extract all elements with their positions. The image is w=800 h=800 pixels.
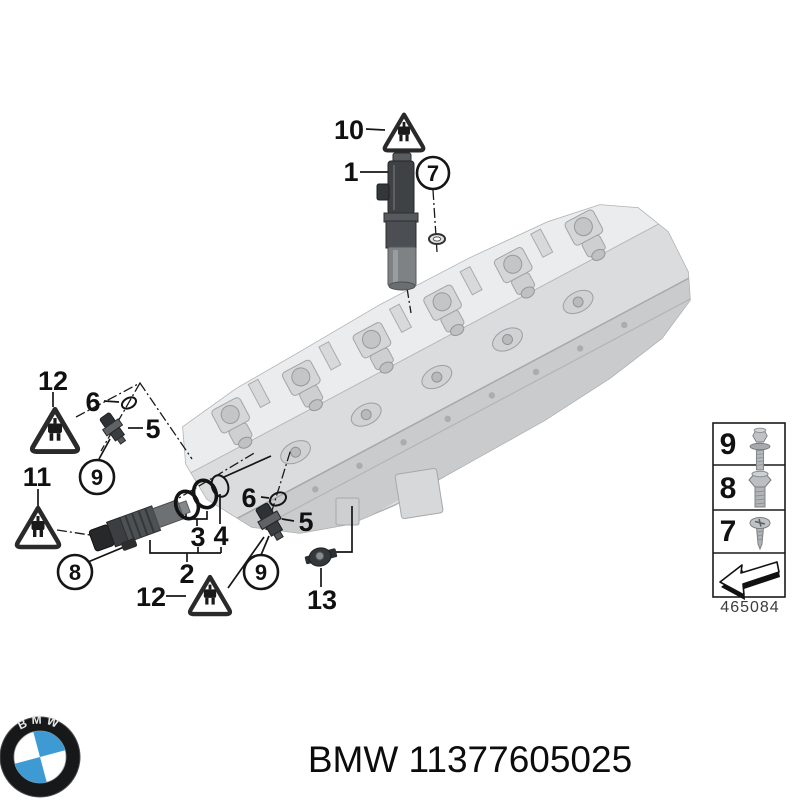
callout-label-5-right: 5 [298,507,313,537]
callout-label-7: 7 [427,161,439,186]
callout-circle-9-right [242,553,280,591]
callout-label-12-bottom: 12 [136,582,166,612]
tapping-screw-icon [749,517,771,551]
callout-label-2: 2 [179,559,194,589]
callout-circle-9-left [78,458,116,496]
warning-triangle-12-bottom-icon [190,577,230,614]
callout-label-6-left: 6 [85,387,100,417]
engine-texture [209,208,628,516]
callout-circle-7 [415,155,451,191]
head-mount-bracket [335,497,360,526]
callout-circle-8 [56,553,94,591]
vanos-solenoid-part-1 [376,152,419,291]
o-ring-6-right [268,491,288,507]
head-front-extension [394,467,444,520]
callout-label-3: 3 [190,522,205,552]
leader-lines [37,128,388,597]
callout-circles [56,155,451,591]
legend-label-9: 9 [720,428,737,461]
warning-triangle-11-icon [17,508,59,547]
callout-label-8: 8 [69,560,81,585]
callout-label-6-right: 6 [241,483,256,513]
legend-label-8: 8 [720,472,737,505]
knock-sensor-part-13 [304,547,338,567]
callout-label-5-left: 5 [145,414,160,444]
callout-label-10: 10 [334,115,364,145]
sheet-number: 465084 [720,599,779,616]
callout-label-4: 4 [213,521,228,551]
flange-bolt-icon [749,427,771,471]
fastener-legend: 9 8 7 [712,422,786,616]
part-number-title: BMW 11377605025 [308,739,632,780]
camshaft-sensor-5-left [96,409,132,449]
callout-label-11: 11 [23,462,52,492]
o-ring-6-left [120,396,138,410]
callout-label-9-right: 9 [255,560,267,585]
bmw-logo-text: BMW [15,713,64,733]
seal-ring-part-7 [428,233,446,245]
vanos-solenoid-part-2 [88,499,191,552]
callout-label-13: 13 [307,585,337,615]
callout-label-12-left: 12 [38,366,68,396]
o-ring-part-4 [210,474,230,498]
hex-bolt-icon [748,470,772,508]
warning-triangle-10-icon [385,115,424,151]
callout-labels: 10 1 7 12 6 5 9 11 3 4 8 2 12 6 5 9 13 [23,115,439,615]
callout-label-1: 1 [343,157,358,187]
callout-label-9-left: 9 [91,465,103,490]
o-rings-part-3 [173,478,219,521]
cylinder-head-illustration [182,204,691,534]
bmw-logo-icon: BMW [0,713,81,798]
view-direction-arrow-icon [719,561,780,600]
legend-label-7: 7 [720,515,737,548]
warning-triangle-12-left-icon [32,409,77,451]
